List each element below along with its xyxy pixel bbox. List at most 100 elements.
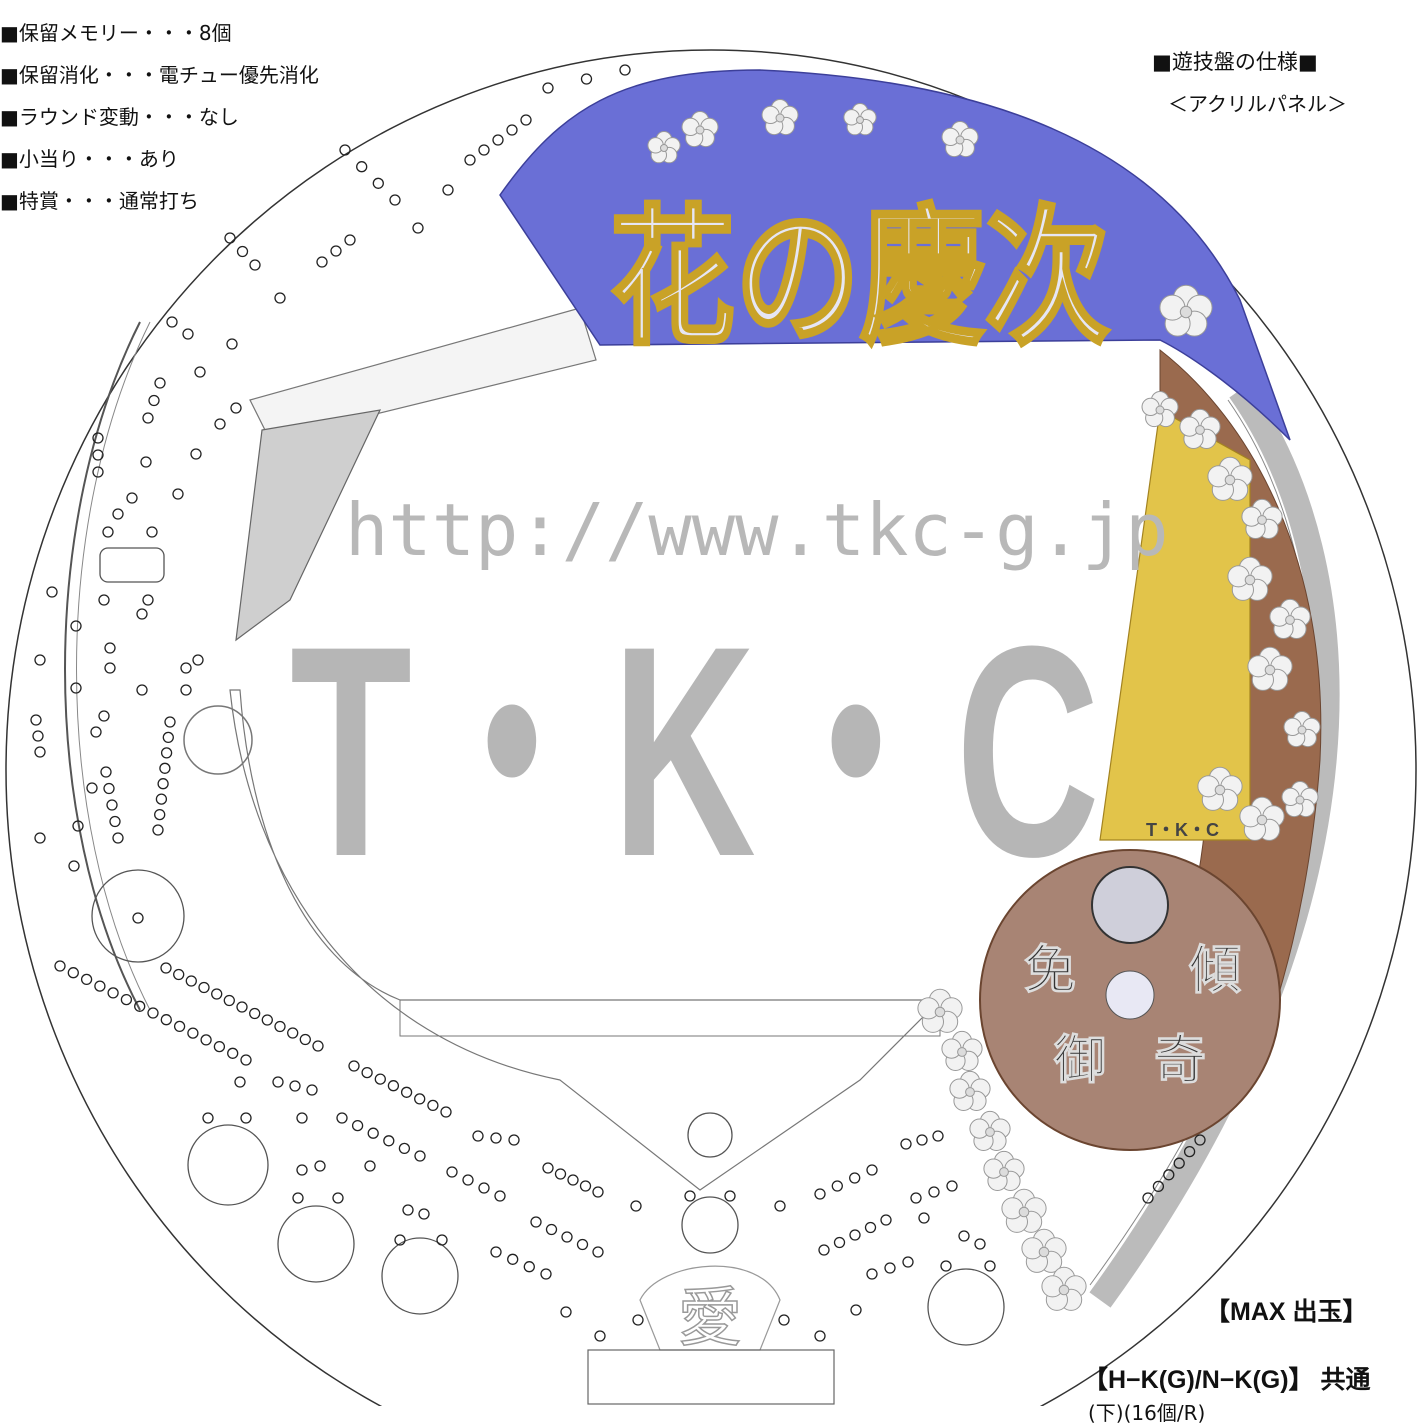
nail-pin [160,747,173,759]
pockets [91,547,1005,1346]
nail-pin [946,1180,958,1192]
nail-pin [910,1192,922,1204]
nail-pin [202,1112,214,1124]
nail-pin [592,1186,604,1198]
nail-pin [94,980,106,992]
nail-pin [54,960,66,972]
cherry-blossom [1269,598,1311,640]
nail-pin [299,1033,311,1046]
nail-pin [292,1192,304,1204]
nail-pin [180,684,192,696]
nail-pin [478,1182,490,1194]
nail-pin [774,1200,786,1212]
cherry-blossoms [647,99,1321,1311]
nail-pin [70,682,82,694]
panel-spec-subtitle: ＜アクリルパネル＞ [1168,92,1347,116]
logo-background [499,69,1291,441]
nail-pin [724,1190,736,1202]
nail-pin [1194,1134,1206,1146]
cherry-blossom [917,988,963,1033]
nail-pin [492,134,504,146]
nail-pin [1163,1169,1175,1181]
nail-pin [344,234,356,246]
nail-pin [940,1260,952,1272]
nail-pin [213,1040,226,1053]
nail-pin [478,144,490,156]
nail-pin [289,1080,301,1092]
nail-pin [159,762,171,774]
bottom-emblem-frame [639,1265,781,1351]
nail-pin [185,975,197,987]
crest-char-kabuku: 傾 [1188,940,1241,1001]
nail-pin [92,466,104,478]
nail-pin [98,710,110,722]
nail-pin [387,1080,400,1092]
nail-pin [224,232,236,244]
nail-pin [172,488,184,500]
nail-pins [30,64,1206,1342]
nail-pin [866,1164,878,1176]
nail-pin [330,245,342,257]
nail-pin [126,492,138,504]
nail-pin [134,1000,146,1012]
cherry-blossom [941,1030,983,1072]
nail-pin [236,1001,248,1013]
nail-pin [147,1007,159,1019]
cherry-blossom [949,1070,991,1112]
nail-pin [104,642,116,654]
cherry-blossom [1197,766,1243,811]
nail-pin [70,620,82,632]
cherry-blossom [1021,1228,1067,1273]
nail-pin [594,1330,606,1342]
cherry-blossom [843,103,877,136]
nail-pin [402,1204,414,1216]
crest-top-mon [1091,866,1169,944]
cherry-blossom [1001,1188,1047,1233]
cherry-blossom [1239,796,1285,841]
nail-pin [240,1054,252,1066]
nail-pin [442,184,454,196]
rail-plate-label: T・K・C [1146,820,1219,840]
nail-pin [932,1130,944,1142]
nail-pin [554,1168,567,1180]
nail-pin [579,1180,592,1192]
nail-pin [194,366,206,378]
nail-pin [918,1212,930,1224]
nail-pin [348,1060,360,1072]
nail-pin [418,1208,430,1220]
nail-pin [240,1112,252,1124]
cherry-blossom [1041,1266,1087,1311]
cherry-blossom [1241,498,1283,540]
nail-pin [446,1166,458,1178]
cherry-blossom [1179,408,1221,449]
nail-pin [394,1234,406,1246]
nail-pin [192,654,204,666]
nail-pin [332,1192,344,1204]
nail-pin [520,114,532,126]
nail-pin [68,860,80,872]
cherry-blossom [1141,391,1179,428]
cherry-blossom [1283,711,1321,748]
nail-pin [490,1132,502,1144]
nail-pin [619,64,631,76]
left-crest [183,705,253,775]
center-bottom-structure [229,689,942,1191]
nail-pin [272,1076,284,1088]
nail-pin [136,608,148,620]
cherry-blossom [1227,556,1273,601]
nail-pin [164,716,176,728]
upper-arm [249,307,597,441]
board-outline [5,49,1417,1406]
cherry-blossom [761,99,799,136]
left-sword-deco [235,409,382,642]
nail-pin [146,526,158,538]
nail-pin [46,586,58,598]
nail-pin [160,962,172,974]
nail-pin [818,1244,830,1256]
gold-side-panel [1099,409,1251,841]
watermark-brand: T・K・C [290,583,1100,919]
nail-pin [80,973,93,986]
nail-pin [236,245,249,258]
nail-pin [312,1040,324,1052]
